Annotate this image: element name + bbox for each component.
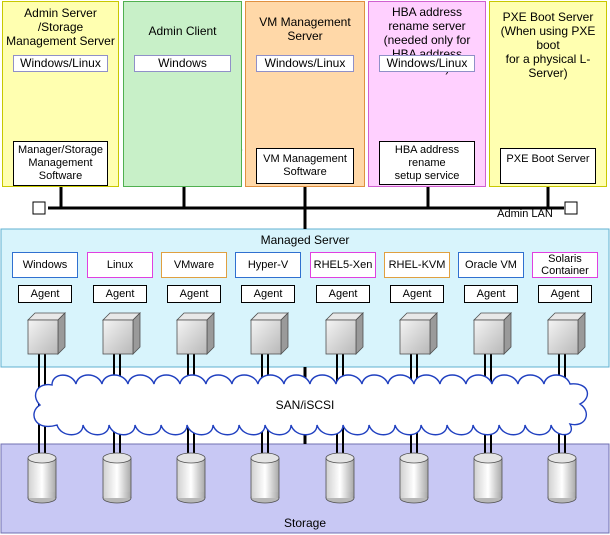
managed-os-label: Oracle VM bbox=[458, 252, 524, 278]
os-label: Windows/Linux bbox=[13, 55, 108, 72]
agent-label: Agent bbox=[167, 285, 221, 303]
lan-port-left bbox=[32, 201, 46, 215]
storage-disk-icon bbox=[547, 452, 577, 504]
managed-os-label: RHEL5-Xen bbox=[310, 252, 376, 278]
storage-disk-icon bbox=[325, 452, 355, 504]
agent-label: Agent bbox=[18, 285, 72, 303]
storage-label: Storage bbox=[283, 516, 327, 530]
san-iscsi-label: SAN/iSCSI bbox=[275, 398, 335, 412]
lan-port-right bbox=[564, 201, 578, 215]
storage-disk-icon bbox=[473, 452, 503, 504]
agent-label: Agent bbox=[390, 285, 444, 303]
storage-area bbox=[0, 443, 610, 534]
os-label: Windows/Linux bbox=[256, 55, 354, 72]
os-label: Windows/Linux bbox=[379, 55, 475, 72]
storage-disk-icon bbox=[27, 452, 57, 504]
agent-label: Agent bbox=[241, 285, 295, 303]
storage-disk-icon bbox=[399, 452, 429, 504]
agent-label: Agent bbox=[464, 285, 518, 303]
server-title: Admin Client bbox=[148, 24, 217, 38]
storage-disk-icon bbox=[176, 452, 206, 504]
managed-os-label: Windows bbox=[12, 252, 78, 278]
san-cloud-icon bbox=[33, 374, 589, 436]
managed-server-title: Managed Server bbox=[260, 233, 350, 247]
managed-server-icon bbox=[250, 312, 289, 355]
storage-disk-icon bbox=[250, 452, 280, 504]
admin-lan-label: Admin LAN bbox=[497, 208, 553, 220]
managed-server-icon bbox=[27, 312, 66, 355]
managed-server-icon bbox=[473, 312, 512, 355]
agent-label: Agent bbox=[93, 285, 147, 303]
managed-os-label: RHEL-KVM bbox=[384, 252, 450, 278]
managed-server-icon bbox=[399, 312, 438, 355]
os-label: Windows bbox=[134, 55, 231, 72]
managed-server-icon bbox=[176, 312, 215, 355]
managed-server-icon bbox=[325, 312, 364, 355]
managed-server-icon bbox=[547, 312, 586, 355]
managed-server-icon bbox=[102, 312, 141, 355]
agent-label: Agent bbox=[538, 285, 592, 303]
managed-os-label: VMware bbox=[161, 252, 227, 278]
managed-os-label: Hyper-V bbox=[235, 252, 301, 278]
storage-disk-icon bbox=[102, 452, 132, 504]
managed-os-label: Linux bbox=[87, 252, 153, 278]
software-label: PXE Boot Server bbox=[500, 148, 596, 184]
agent-label: Agent bbox=[316, 285, 370, 303]
